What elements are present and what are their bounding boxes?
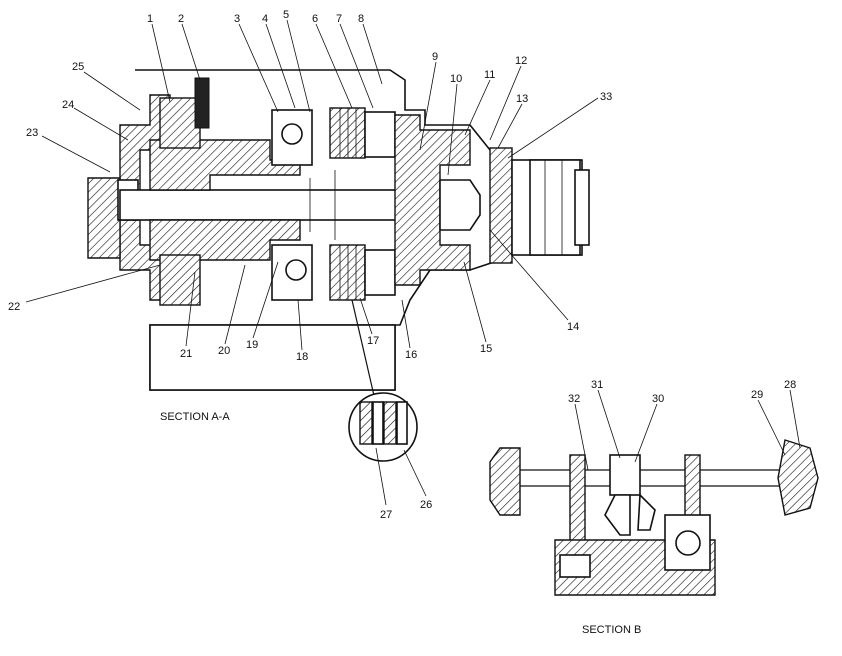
- callout-labels: 1 2 3 4 5 6 7 8 9 10 11 12 13 33 25 24 2…: [8, 9, 796, 521]
- callout-8: 8: [358, 13, 364, 25]
- callout-33: 33: [600, 91, 612, 103]
- upper-clutch-pack: [329, 107, 366, 159]
- clutch-plate-detail: [348, 392, 418, 462]
- callout-32: 32: [568, 393, 580, 405]
- callout-1: 1: [147, 13, 153, 25]
- callout-5: 5: [283, 9, 289, 21]
- callout-28: 28: [784, 379, 796, 391]
- callout-9: 9: [432, 51, 438, 63]
- section-aa-assembly: [87, 69, 590, 401]
- output-housing: [394, 114, 471, 286]
- lower-clutch-pack: [329, 244, 366, 301]
- callout-19: 19: [246, 339, 258, 351]
- upper-gear-body: [149, 139, 301, 191]
- section-b-assembly: [489, 439, 819, 596]
- callout-18: 18: [296, 351, 308, 363]
- callout-31: 31: [591, 379, 603, 391]
- section-b-caption: SECTION B: [582, 624, 641, 636]
- callout-25: 25: [72, 61, 84, 73]
- lower-gear-body: [149, 219, 301, 261]
- callout-7: 7: [336, 13, 342, 25]
- callout-30: 30: [652, 393, 664, 405]
- callout-20: 20: [218, 345, 230, 357]
- output-pinion: [439, 179, 481, 231]
- callout-26: 26: [420, 499, 432, 511]
- callout-27: 27: [380, 509, 392, 521]
- callout-11: 11: [484, 69, 495, 81]
- callout-10: 10: [450, 73, 462, 85]
- section-aa-caption: SECTION A-A: [160, 411, 230, 423]
- callout-4: 4: [262, 13, 268, 25]
- callout-2: 2: [178, 13, 184, 25]
- callout-13: 13: [516, 93, 528, 105]
- callout-6: 6: [312, 13, 318, 25]
- callout-29: 29: [751, 389, 763, 401]
- callout-leaders: [25, 19, 801, 506]
- callout-16: 16: [405, 349, 417, 361]
- left-knob: [489, 447, 521, 516]
- input-flange: [87, 177, 121, 259]
- lower-case: [149, 324, 396, 391]
- upper-idler-gear: [159, 97, 201, 149]
- shift-rail-support: [569, 454, 586, 546]
- lower-idler-gear: [159, 254, 201, 306]
- callout-12: 12: [515, 55, 527, 67]
- callout-23: 23: [26, 127, 38, 139]
- callout-15: 15: [480, 343, 492, 355]
- callout-3: 3: [234, 13, 240, 25]
- callout-17: 17: [367, 335, 379, 347]
- callout-14: 14: [567, 321, 579, 333]
- output-flange: [489, 147, 513, 264]
- callout-24: 24: [62, 99, 74, 111]
- upper-spring: [194, 77, 210, 129]
- right-knob: [777, 439, 819, 516]
- callout-21: 21: [180, 348, 192, 360]
- callout-22: 22: [8, 301, 20, 313]
